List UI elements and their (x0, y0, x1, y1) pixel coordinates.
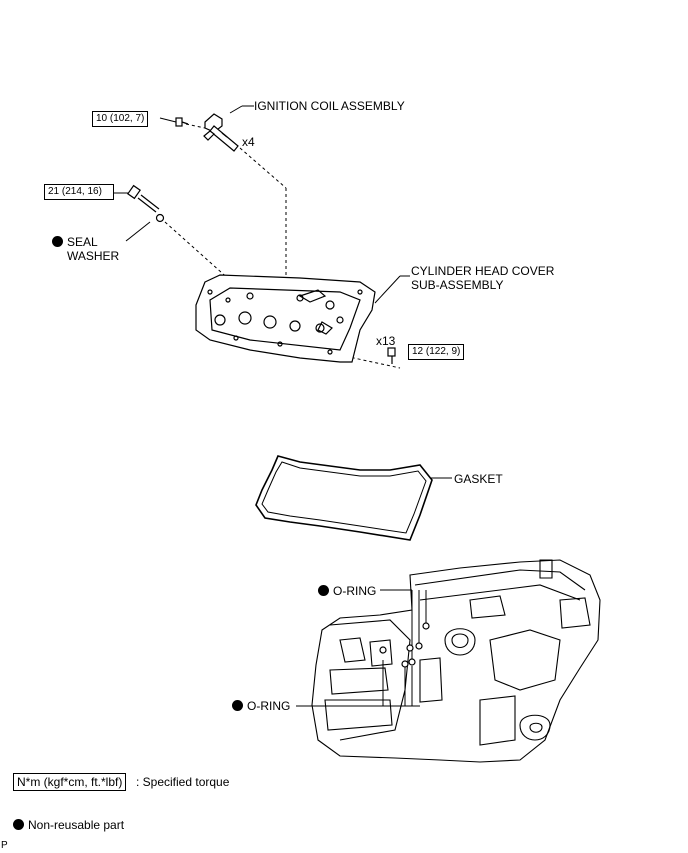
label-ignition-coil: IGNITION COIL ASSEMBLY (254, 99, 405, 113)
legend-torque-desc: : Specified torque (136, 775, 230, 789)
label-gasket: GASKET (454, 472, 503, 486)
stud-bolt-icon (127, 184, 160, 213)
legend-torque-unit: N*m (kgf*cm, ft.*lbf) (13, 773, 127, 791)
non-reusable-icon (232, 700, 243, 711)
label-head-cover: CYLINDER HEAD COVER (411, 264, 555, 278)
ignition-coil-icon (203, 113, 239, 152)
non-reusable-icon (52, 236, 63, 247)
cylinder-head-cover-icon (195, 274, 376, 363)
legend-nonreusable: Non-reusable part (13, 818, 124, 832)
cover-bolt-icon (387, 347, 396, 364)
label-bolt-qty: x13 (376, 334, 396, 348)
label-head-cover-line2: SUB-ASSEMBLY (411, 278, 504, 292)
ignition-bolt-icon (175, 117, 189, 127)
o-ring-icon (379, 622, 430, 668)
seal-washer-icon (155, 213, 165, 223)
non-reusable-icon (13, 819, 24, 830)
gasket-icon (255, 455, 433, 541)
label-ignition-qty: x4 (242, 135, 255, 149)
torque-stud-bolt: 21 (214, 16) (44, 184, 114, 200)
label-o-ring-lower: O-RING (232, 699, 290, 713)
label-seal-washer-line2: WASHER (67, 249, 120, 263)
torque-ignition-bolt: 10 (102, 7) (92, 111, 149, 127)
non-reusable-icon (318, 585, 329, 596)
label-seal-washer: SEAL (52, 235, 98, 249)
label-o-ring-upper: O-RING (318, 584, 376, 598)
footer-code: P (1, 840, 8, 851)
torque-cover-bolt: 12 (122, 9) (408, 344, 465, 360)
